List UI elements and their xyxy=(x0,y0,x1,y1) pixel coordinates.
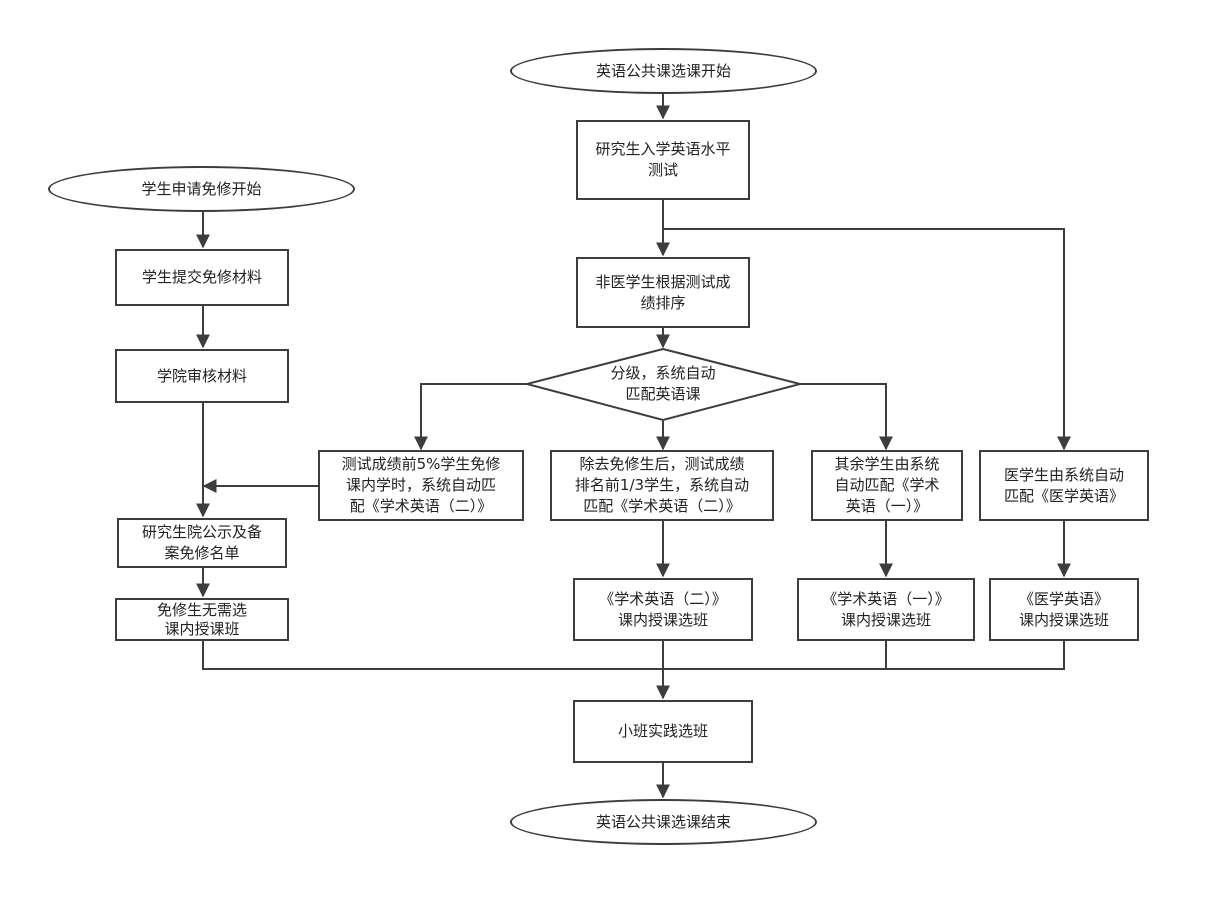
edge-no-selection-merge xyxy=(202,641,663,670)
non-medical-rank-label: 非医学生根据测试成 绩排序 xyxy=(595,272,731,312)
medical-label: 医学生由系统自动 匹配《医学英语》 xyxy=(1003,465,1124,505)
submit-materials-label: 学生提交免修材料 xyxy=(141,268,262,286)
others-label: 其余学生由系统 自动匹配《学术 英语（一）》 xyxy=(834,455,940,515)
class-med-box: 《医学英语》 课内授课选班 xyxy=(989,578,1139,641)
top5-label: 测试成绩前5%学生免修 课内学时，系统自动匹 配《学术英语（二）》 xyxy=(341,455,501,515)
english-start-label: 英语公共课选课开始 xyxy=(595,61,731,80)
college-review-box: 学院审核材料 xyxy=(115,349,289,403)
edge-decision-to-top5 xyxy=(414,383,527,451)
edge-class-med-merge xyxy=(663,641,1065,670)
top-third-box: 除去免修生后，测试成绩 排名前1/3学生，系统自动 匹配《学术英语（二）》 xyxy=(550,450,774,521)
grading-decision-label: 分级，系统自动 匹配英语课 xyxy=(610,364,716,403)
college-review-label: 学院审核材料 xyxy=(156,366,247,385)
publish-list-label: 研究生院公示及备 案免修名单 xyxy=(141,523,262,562)
english-end-label: 英语公共课选课结束 xyxy=(595,812,731,831)
top-third-label: 除去免修生后，测试成绩 排名前1/3学生，系统自动 匹配《学术英语（二）》 xyxy=(574,455,750,515)
placement-test-box: 研究生入学英语水平 测试 xyxy=(576,120,750,200)
class-med-label: 《医学英语》 课内授课选班 xyxy=(1018,589,1109,629)
no-selection-box: 免修生无需选 课内授课班 xyxy=(115,598,289,641)
edge-decision-to-others xyxy=(800,383,893,451)
class-ae2-box: 《学术英语（二）》 课内授课选班 xyxy=(573,578,753,641)
placement-test-label: 研究生入学英语水平 测试 xyxy=(595,140,731,179)
no-selection-label: 免修生无需选 课内授课班 xyxy=(156,600,247,638)
medical-box: 医学生由系统自动 匹配《医学英语》 xyxy=(979,450,1149,521)
others-box: 其余学生由系统 自动匹配《学术 英语（一）》 xyxy=(811,450,963,521)
english-start-terminal: 英语公共课选课开始 xyxy=(510,48,817,94)
class-ae2-label: 《学术英语（二）》 课内授课选班 xyxy=(599,589,727,629)
small-class-label: 小班实践选班 xyxy=(617,722,708,740)
edge-test-to-medical xyxy=(663,228,1071,451)
grading-decision-diamond xyxy=(523,347,804,422)
english-end-terminal: 英语公共课选课结束 xyxy=(510,799,817,845)
small-class-box: 小班实践选班 xyxy=(573,700,753,763)
non-medical-rank-box: 非医学生根据测试成 绩排序 xyxy=(576,257,750,328)
publish-list-box: 研究生院公示及备 案免修名单 xyxy=(117,518,287,568)
submit-materials-box: 学生提交免修材料 xyxy=(115,249,289,306)
grading-decision-label-box: 分级，系统自动 匹配英语课 xyxy=(580,360,746,408)
class-ae1-label: 《学术英语（一）》 课内授课选班 xyxy=(822,589,950,629)
top5-box: 测试成绩前5%学生免修 课内学时，系统自动匹 配《学术英语（二）》 xyxy=(318,450,524,521)
exempt-start-terminal: 学生申请免修开始 xyxy=(48,166,355,212)
class-ae1-box: 《学术英语（一）》 课内授课选班 xyxy=(797,578,975,641)
exempt-start-label: 学生申请免修开始 xyxy=(141,179,262,198)
edge-class-ae1-merge xyxy=(663,641,887,670)
